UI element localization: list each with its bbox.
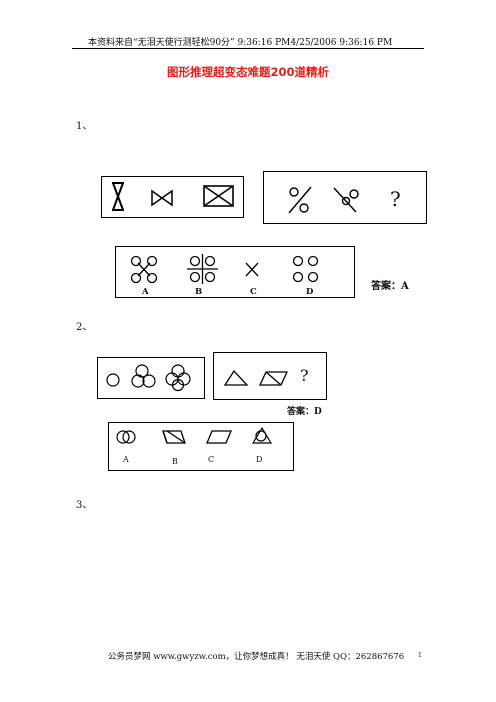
q1-question-mark: ?: [390, 187, 401, 211]
q2-question-mark: ?: [300, 366, 309, 385]
page-footer: 公务员梦网 www.gwyzw.com，让你梦想成真！ 无泪天使 QQ：2628…: [108, 652, 405, 662]
q1-sequence-figures-2: [288, 186, 359, 214]
q2-option-label-c: C: [208, 455, 215, 464]
q2-answer: 答案：D: [287, 407, 322, 417]
page-header: 本资料来自“无泪天使行测轻松90分” 9:36:16 PM4/25/2006 9…: [88, 38, 393, 48]
question-number-3: 3、: [76, 500, 93, 511]
q2-sequence-box-1: [97, 357, 205, 399]
question-number-2: 2、: [76, 322, 93, 333]
q2-sequence-figures-2: [223, 369, 289, 386]
q1-options-box: A B C D: [115, 246, 355, 298]
q2-option-label-d: D: [256, 455, 263, 464]
q1-answer: 答案：A: [371, 281, 409, 292]
q1-option-label-d: D: [306, 287, 314, 297]
document-title: 图形推理超变态难题200道精析: [166, 65, 329, 79]
q1-sequence-box-1: [101, 176, 244, 218]
q2-option-figures: [116, 426, 273, 444]
q1-option-label-c: C: [250, 287, 257, 297]
q1-sequence-box-2: ?: [263, 171, 427, 224]
q1-sequence-figures-1: [112, 182, 234, 211]
q1-option-label-b: B: [195, 287, 203, 297]
header-rule: [72, 48, 424, 49]
q2-sequence-box-2: ?: [213, 352, 327, 400]
q1-option-figures: [130, 254, 319, 284]
q2-options-box: A B C D: [108, 422, 294, 471]
q2-sequence-figures-1: [106, 364, 191, 392]
q1-option-label-a: A: [142, 287, 149, 297]
q2-option-label-a: A: [123, 455, 129, 464]
q2-option-label-b: B: [172, 457, 178, 466]
question-number-1: 1、: [76, 121, 93, 132]
page-number: 1: [418, 652, 422, 659]
